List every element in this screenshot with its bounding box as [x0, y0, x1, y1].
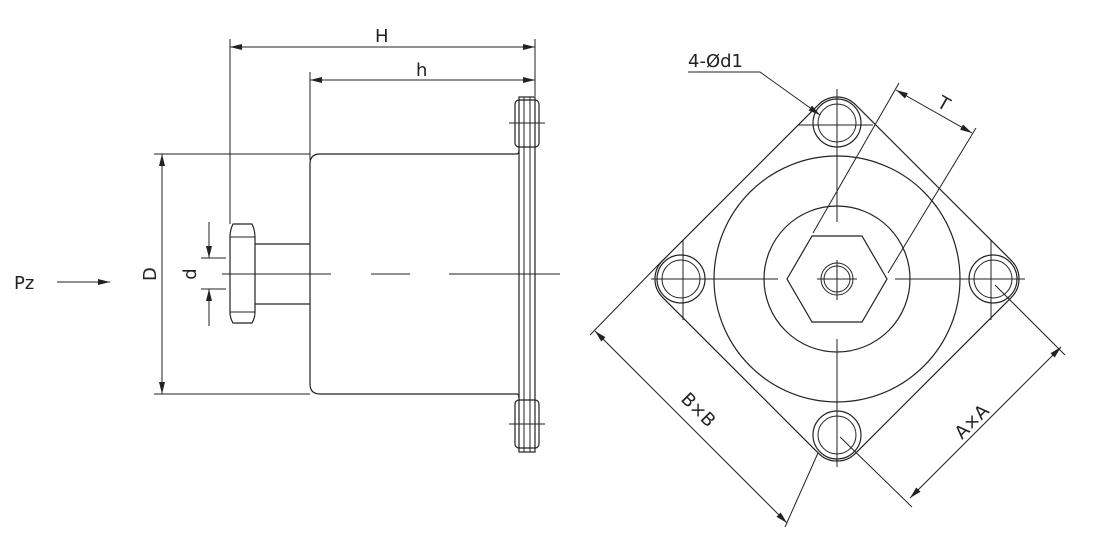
h-label: h: [416, 60, 427, 81]
top-view: 4-Ød1 T B×B A×A: [589, 51, 1066, 528]
side-view: Pz H h D: [14, 26, 560, 453]
BxB-dimension-line: [594, 330, 788, 524]
BxB-extension: [589, 260, 663, 336]
D-label: D: [140, 267, 161, 281]
callout-leader: [759, 71, 821, 116]
H-label: H: [375, 26, 389, 47]
hex-nut: [229, 223, 256, 324]
d-label: d: [180, 268, 201, 279]
AxA-extension: [994, 284, 1066, 356]
T-dimension-line: [895, 89, 973, 134]
hole-callout-label: 4-Ød1: [688, 51, 743, 72]
AxA-label: A×A: [951, 400, 994, 443]
base-plate-outline: [654, 96, 1020, 462]
AxA-extension: [839, 436, 913, 508]
BxB-extension: [784, 452, 819, 528]
AxA-dimension-line: [909, 346, 1062, 499]
pz-label: Pz: [14, 273, 34, 294]
hex-nut-top: [786, 235, 888, 323]
BxB-label: B×B: [676, 389, 719, 432]
T-extension: [887, 127, 977, 274]
T-extension: [812, 82, 900, 234]
